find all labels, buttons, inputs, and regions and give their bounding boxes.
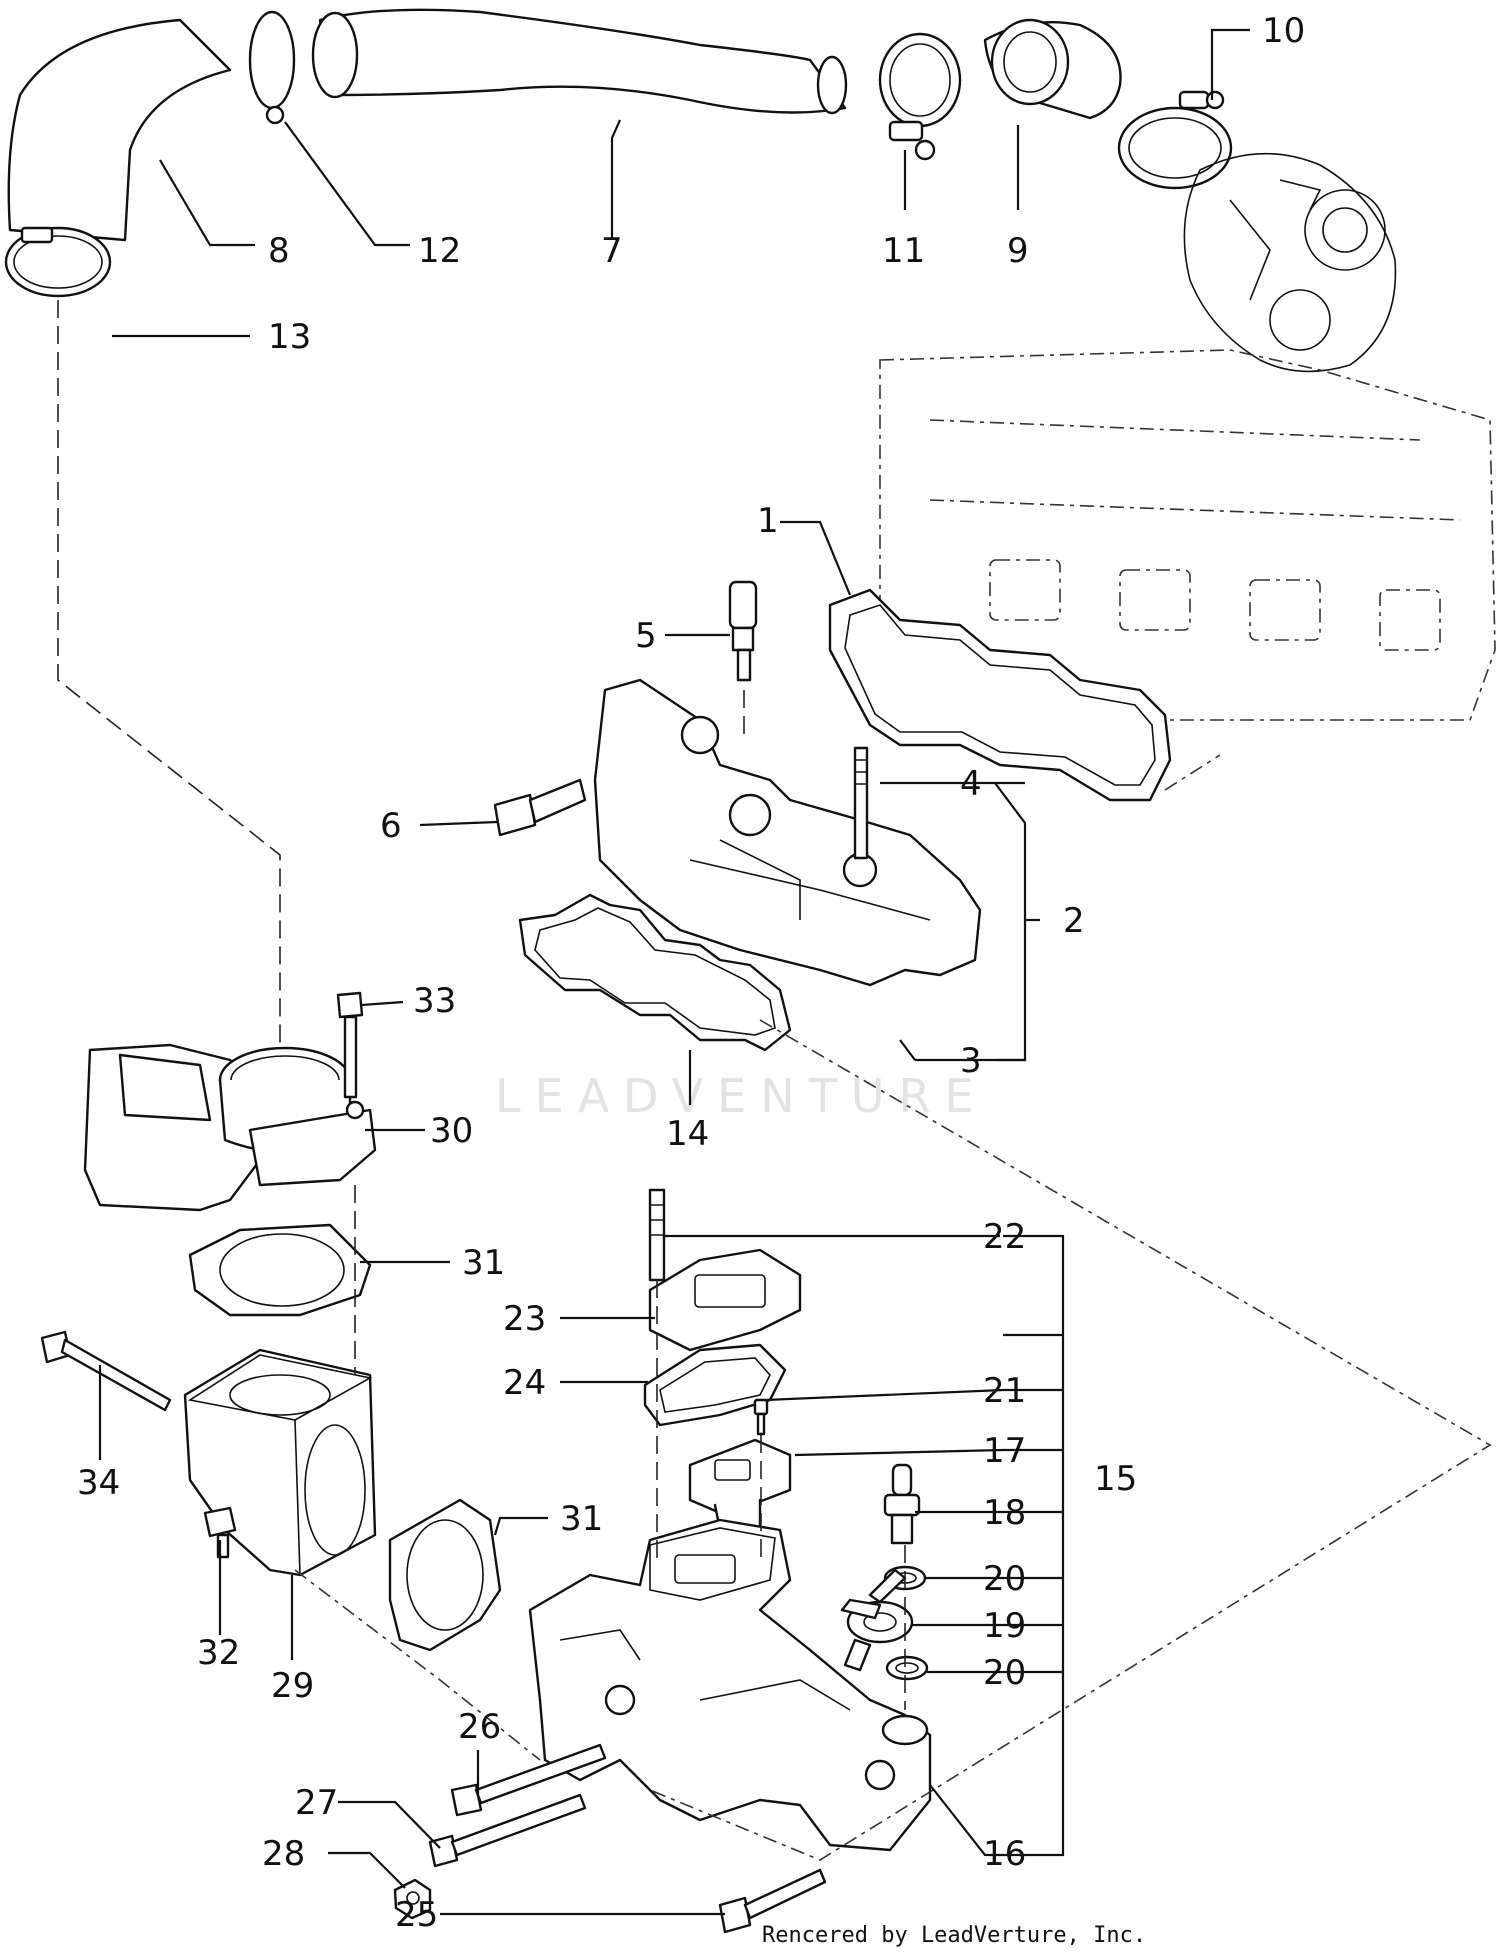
turbocharger-reference [1183, 152, 1397, 373]
part-33-bolt [336, 991, 364, 1099]
part-13-large-hose-clamp [4, 226, 112, 298]
part-22-stud [648, 1188, 666, 1282]
callout-24: 24 [503, 1363, 546, 1403]
part-29-throttle-adapter [183, 1348, 377, 1577]
phantom-outline-left [294, 1569, 541, 1761]
callout-13: 13 [268, 317, 311, 357]
leader-lines [98, 28, 1250, 1916]
part-14-manifold-gasket [518, 893, 792, 1052]
callout-14: 14 [666, 1114, 709, 1154]
phantom-outline-right [649, 1019, 1492, 1861]
part-7-intake-hose [311, 8, 848, 115]
callout-20-lower: 20 [983, 1653, 1026, 1693]
part-8-elbow-hose [7, 18, 232, 242]
callout-31-lower: 31 [560, 1499, 603, 1539]
part-3-intake-manifold [593, 678, 982, 987]
part-23-cover-plate [648, 1248, 802, 1352]
part-21-screw [753, 1398, 769, 1436]
part-16-mixer-body [528, 1518, 932, 1852]
part-26-bolt [450, 1743, 607, 1817]
callout-5: 5 [635, 616, 657, 656]
part-27-bolt [428, 1793, 587, 1868]
part-32-bolt [203, 1506, 237, 1559]
callout-3: 3 [960, 1041, 982, 1081]
part-18-fitting [883, 1463, 921, 1545]
part-4-stud [853, 746, 869, 860]
callout-34: 34 [77, 1463, 120, 1503]
part-20-lower-washer [885, 1655, 929, 1681]
callout-26: 26 [458, 1707, 501, 1747]
callout-18: 18 [983, 1493, 1026, 1533]
part-30-throttle-body [83, 1043, 377, 1212]
callout-33: 33 [413, 981, 456, 1021]
part-31-lower-gasket [388, 1498, 502, 1652]
part-1-manifold-gasket [828, 588, 1172, 802]
centerline-13-to-30 [57, 300, 281, 1045]
callout-1: 1 [757, 501, 779, 541]
part-34-bolt [40, 1330, 172, 1412]
callout-20-upper: 20 [983, 1559, 1026, 1599]
callout-7: 7 [601, 231, 623, 271]
callout-4: 4 [960, 764, 982, 804]
part-31-upper-gasket [188, 1223, 372, 1317]
callout-28: 28 [262, 1834, 305, 1874]
callout-10: 10 [1262, 11, 1305, 51]
part-19-banjo-fitting [840, 1568, 914, 1672]
phantom-gasket-to-head [1164, 754, 1221, 791]
callout-19: 19 [983, 1606, 1026, 1646]
part-5-sensor [728, 580, 758, 682]
callout-29: 29 [271, 1666, 314, 1706]
part-6-bolt [493, 778, 587, 837]
callout-21: 21 [983, 1371, 1026, 1411]
callout-25: 25 [395, 1895, 438, 1935]
callout-23: 23 [503, 1299, 546, 1339]
callout-16: 16 [983, 1834, 1026, 1874]
callout-31-upper: 31 [462, 1243, 505, 1283]
part-25-bolt [718, 1868, 827, 1934]
part-11-hose-clamp [878, 32, 962, 161]
callout-12: 12 [418, 231, 461, 271]
watermark-text: LEADVENTURE [495, 1069, 988, 1123]
callout-2: 2 [1063, 901, 1085, 941]
callout-27: 27 [295, 1783, 338, 1823]
callout-9: 9 [1007, 231, 1029, 271]
callout-11: 11 [882, 231, 925, 271]
callout-22: 22 [983, 1217, 1026, 1257]
part-28-nut [393, 1878, 432, 1920]
callout-15: 15 [1094, 1459, 1137, 1499]
credit-text: Rencered by LeadVerture, Inc. [762, 1923, 1146, 1948]
part-12-hose-clamp [248, 10, 296, 125]
callout-6: 6 [380, 806, 402, 846]
callout-30: 30 [430, 1111, 473, 1151]
callout-8: 8 [268, 231, 290, 271]
part-10-hose-clamp [1117, 90, 1233, 190]
part-9-coupling-hose [983, 18, 1122, 120]
callout-17: 17 [983, 1431, 1026, 1471]
callout-32: 32 [197, 1633, 240, 1673]
